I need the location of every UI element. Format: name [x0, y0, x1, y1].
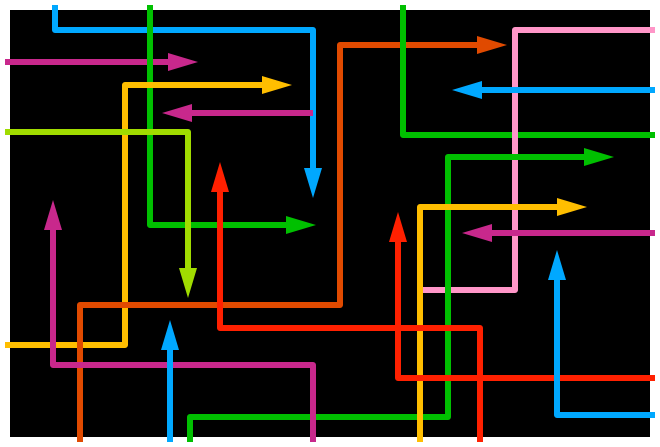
red-arrowhead-icon-13	[211, 162, 229, 192]
magenta-arrowhead-icon-1	[168, 53, 198, 71]
magenta-arrowhead-icon-4	[162, 104, 192, 122]
yellow-arrowhead-icon-3	[262, 76, 292, 94]
blue-arrow-line-15	[554, 276, 655, 418]
arrow-group	[5, 5, 655, 442]
magenta-arrowhead-icon-16	[44, 200, 62, 230]
blue-arrowhead-icon-9	[452, 81, 482, 99]
magenta-arrowhead-icon-12	[462, 224, 492, 242]
yellow-arrowhead-icon-11	[557, 198, 587, 216]
red-arrow-line-13	[217, 188, 483, 442]
green-arrowhead-icon-2	[286, 216, 316, 234]
magenta-arrow-line-16	[50, 226, 316, 442]
blue-arrowhead-icon-17	[161, 320, 179, 350]
green-arrow-line-10	[187, 154, 588, 442]
lime-arrowhead-icon-5	[179, 268, 197, 298]
red-arrow-line-14	[395, 238, 655, 381]
blue-arrowhead-icon-0	[304, 168, 322, 198]
green-arrow-line-7	[400, 5, 655, 138]
red-arrowhead-icon-14	[389, 212, 407, 242]
blue-arrow-line-0	[52, 5, 316, 172]
lime-arrow-line-5	[5, 129, 191, 272]
green-arrow-line-2	[147, 5, 290, 228]
orange-arrowhead-icon-6	[477, 36, 507, 54]
blue-arrowhead-icon-15	[548, 250, 566, 280]
green-arrowhead-icon-10	[584, 148, 614, 166]
yellow-arrow-line-11	[417, 204, 561, 442]
yellow-arrow-line-3	[5, 82, 266, 348]
orange-arrow-line-6	[77, 42, 481, 442]
